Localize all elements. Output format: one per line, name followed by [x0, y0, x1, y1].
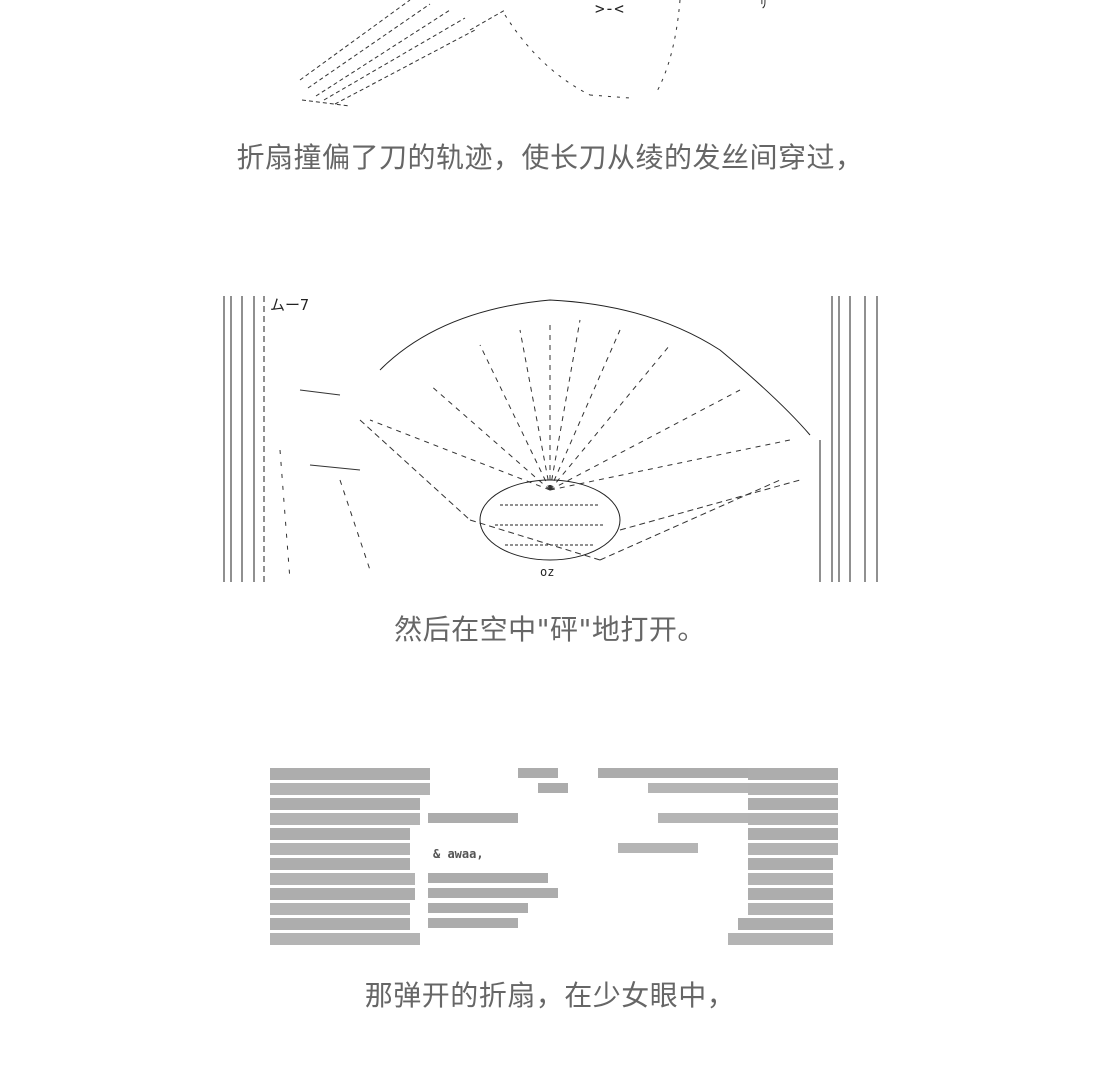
ascii-fragment: & awaa,: [433, 847, 484, 861]
caption-2: 然后在空中"砰"地打开。: [394, 613, 706, 646]
ascii-art-panel-middle: ムー7: [220, 290, 885, 585]
caption-1: 折扇撞偏了刀的轨迹，使长刀从绫的发丝间穿过，: [236, 141, 864, 174]
ascii-art-panel-top: >-< ﾘ: [290, 0, 810, 110]
ascii-fragment-oz: oz: [540, 565, 554, 579]
ascii-fragment-glyph: ﾘ: [760, 0, 767, 12]
ascii-art-panel-bottom: & awaa,: [268, 760, 843, 950]
ascii-fragment: >-<: [595, 0, 624, 18]
ascii-art-girl-eyes: & awaa,: [270, 768, 838, 945]
ascii-fragment: ムー7: [270, 296, 309, 314]
ascii-art-fan-closed: >-< ﾘ: [299, 0, 767, 107]
caption-3: 那弹开的折扇，在少女眼中，: [364, 979, 736, 1012]
ascii-art-fan-opening: ムー7: [223, 296, 878, 582]
